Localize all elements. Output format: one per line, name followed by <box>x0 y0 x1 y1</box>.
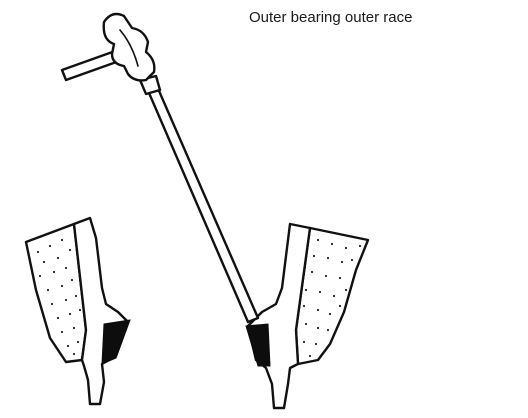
stipple-dot <box>302 304 306 308</box>
stipple-dot <box>56 316 60 320</box>
right-hub-stipple <box>302 238 362 358</box>
drift-shaft <box>144 82 260 324</box>
stipple-dot <box>316 308 320 312</box>
stipple-dot <box>302 340 306 344</box>
stipple-dot <box>344 246 348 250</box>
stipple-dot <box>50 302 54 306</box>
stipple-dot <box>72 352 76 356</box>
stipple-dot <box>318 290 322 294</box>
stipple-dot <box>304 288 308 292</box>
hammer-head-line <box>119 29 139 67</box>
stipple-dot <box>56 256 60 260</box>
stipple-dot <box>350 258 354 262</box>
stipple-dot <box>326 256 330 260</box>
stipple-dot <box>340 260 344 264</box>
stipple-dot <box>338 276 342 280</box>
stipple-dot <box>310 270 314 274</box>
stipple-dot <box>330 242 334 246</box>
stipple-dot <box>316 238 320 242</box>
stipple-dot <box>38 274 42 278</box>
right-outer-race <box>245 323 271 367</box>
stipple-dot <box>42 260 46 264</box>
stipple-dot <box>70 278 74 282</box>
stipple-dot <box>76 340 80 344</box>
stipple-dot <box>48 244 52 248</box>
stipple-dot <box>46 288 50 292</box>
stipple-dot <box>304 322 308 326</box>
stipple-dot <box>68 312 72 316</box>
drift-tool <box>138 74 260 324</box>
stipple-dot <box>60 238 64 242</box>
hammer <box>60 12 156 82</box>
stipple-dot <box>36 250 40 254</box>
stipple-dot <box>78 308 82 312</box>
stipple-dot <box>64 298 68 302</box>
stipple-dot <box>308 354 312 358</box>
stipple-dot <box>312 254 316 258</box>
stipple-dot <box>358 244 362 248</box>
stipple-dot <box>64 266 68 270</box>
right-hub-section <box>245 222 370 410</box>
stipple-dot <box>66 344 70 348</box>
left-hub-stipple <box>36 238 82 356</box>
outer-race-label: Outer bearing outer race <box>249 9 412 26</box>
stipple-dot <box>328 312 332 316</box>
stipple-dot <box>324 274 328 278</box>
stipple-dot <box>72 326 76 330</box>
stipple-dot <box>332 294 336 298</box>
stipple-dot <box>52 270 56 274</box>
left-hub-section <box>24 216 131 406</box>
stipple-dot <box>316 326 320 330</box>
stipple-dot <box>344 288 348 292</box>
stipple-dot <box>68 248 72 252</box>
stipple-dot <box>60 330 64 334</box>
stipple-dot <box>60 284 64 288</box>
stipple-dot <box>314 342 318 346</box>
left-outer-race <box>101 319 131 365</box>
stipple-dot <box>338 304 342 308</box>
stipple-dot <box>326 328 330 332</box>
hammer-head <box>102 12 156 82</box>
stipple-dot <box>74 294 78 298</box>
